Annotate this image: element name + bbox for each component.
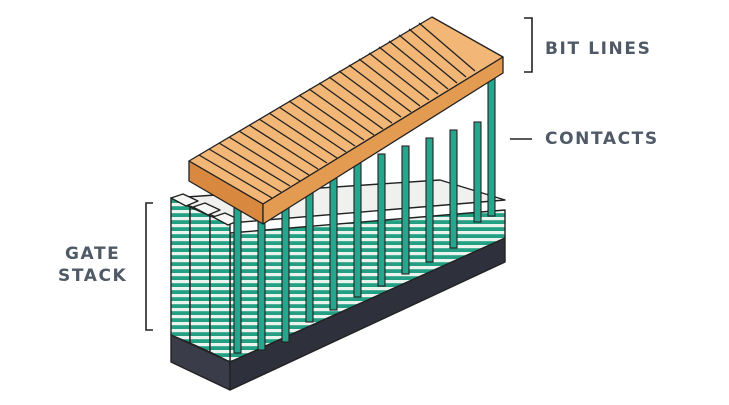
bit-lines-label: BIT LINES <box>545 39 652 59</box>
bit-lines <box>188 16 504 225</box>
contacts-label: CONTACTS <box>545 129 659 149</box>
annotations <box>145 17 533 331</box>
gate-stack-label-line1: GATE <box>64 244 121 264</box>
contact <box>305 177 314 323</box>
contact <box>401 145 410 275</box>
contact <box>487 69 496 217</box>
contact <box>449 129 458 249</box>
contact <box>473 121 482 223</box>
contact <box>377 153 386 287</box>
contact <box>425 137 434 263</box>
gate-stack-label: GATE STACK <box>58 243 127 287</box>
contacts <box>233 69 496 354</box>
contact <box>233 204 242 354</box>
contact <box>329 169 338 311</box>
gate-stack <box>170 179 506 363</box>
gate-stack-bracket <box>145 202 153 331</box>
bit-lines-bracket <box>524 17 533 73</box>
gate-stack-label-line2: STACK <box>58 266 128 286</box>
contact <box>353 161 362 298</box>
